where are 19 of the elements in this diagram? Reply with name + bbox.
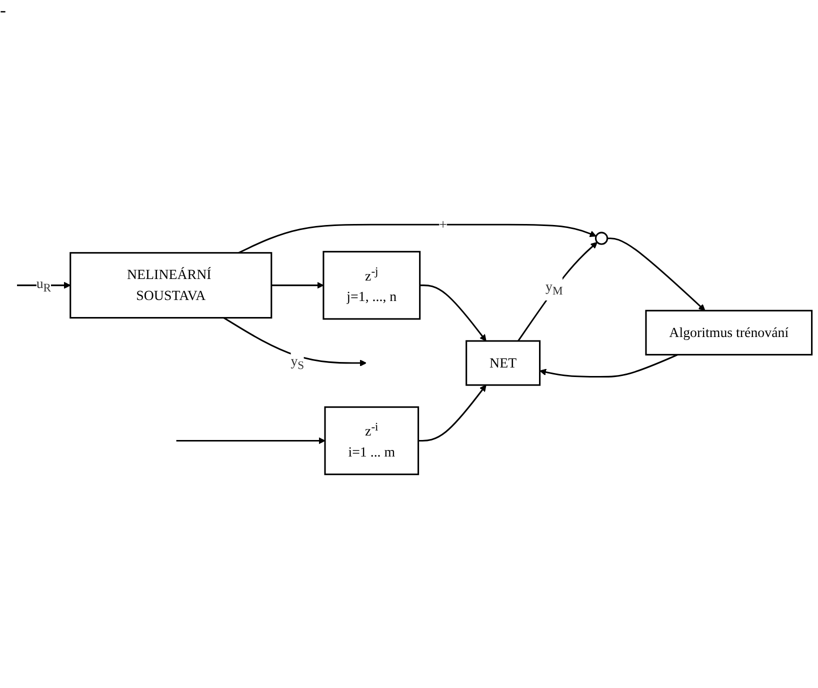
arrow [420, 284, 486, 342]
node-box: Algoritmus trénování [645, 310, 813, 356]
edge-label: u$_{R}$ [36, 275, 52, 294]
arrow [223, 316, 367, 366]
node-box: z$^{-i}$ i=1 ... m [324, 406, 420, 475]
sign-label: - [0, 0, 6, 20]
arrow [271, 282, 324, 288]
node-box: z$^{-j}$ j=1, ..., n [322, 250, 421, 320]
arrow [539, 354, 678, 378]
arrow [176, 437, 326, 444]
edge-label: y$_{S}$ [290, 353, 304, 372]
node-box: NELINEÁRNÍ SOUSTAVA [70, 252, 272, 318]
edge-label: y$_{M}$ [546, 278, 563, 298]
node-circle [594, 232, 608, 245]
arrow [238, 224, 596, 254]
node-box: NET [466, 340, 541, 386]
arrow [418, 384, 486, 442]
edge-label: + [439, 216, 448, 232]
arrow [607, 237, 706, 311]
